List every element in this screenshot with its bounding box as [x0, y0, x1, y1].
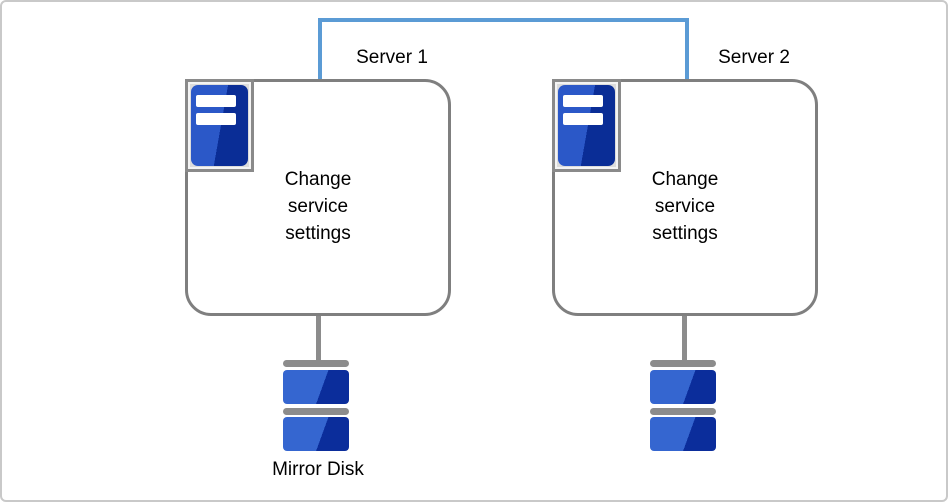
- interconnect-line-horizontal: [318, 18, 689, 22]
- server1-action-label: Change service settings: [284, 169, 352, 244]
- disk-cap: [650, 408, 716, 415]
- server2-box: Change service settings: [552, 79, 818, 316]
- server2-disk-connector: [682, 314, 687, 362]
- server2-action-label: Change service settings: [651, 169, 719, 244]
- server-slot-icon: [563, 95, 603, 107]
- disk-cap: [650, 360, 716, 367]
- server2-title: Server 2: [718, 47, 790, 68]
- server-slot-icon: [196, 95, 236, 107]
- disk-platter: [650, 370, 716, 404]
- disk-cap: [283, 360, 349, 367]
- server-tower-icon: [558, 85, 615, 166]
- server1-disk-connector: [316, 314, 321, 362]
- server-slot-icon: [563, 113, 603, 125]
- disk-platter: [283, 417, 349, 451]
- mirror-disk-icon: [650, 360, 716, 451]
- mirror-disk-label: Mirror Disk: [272, 459, 364, 480]
- server-icon: [185, 79, 254, 172]
- disk-platter: [650, 417, 716, 451]
- server-tower-icon: [191, 85, 248, 166]
- server2-action-text: Change service settings: [555, 166, 815, 247]
- disk-platter: [283, 370, 349, 404]
- server1-action-text: Change service settings: [188, 166, 448, 247]
- interconnect-line-server1: [318, 18, 322, 81]
- server-slot-icon: [196, 113, 236, 125]
- server1-title: Server 1: [356, 47, 428, 68]
- server-icon: [552, 79, 621, 172]
- mirror-disk-icon: [283, 360, 349, 451]
- disk-cap: [283, 408, 349, 415]
- interconnect-line-server2: [685, 18, 689, 81]
